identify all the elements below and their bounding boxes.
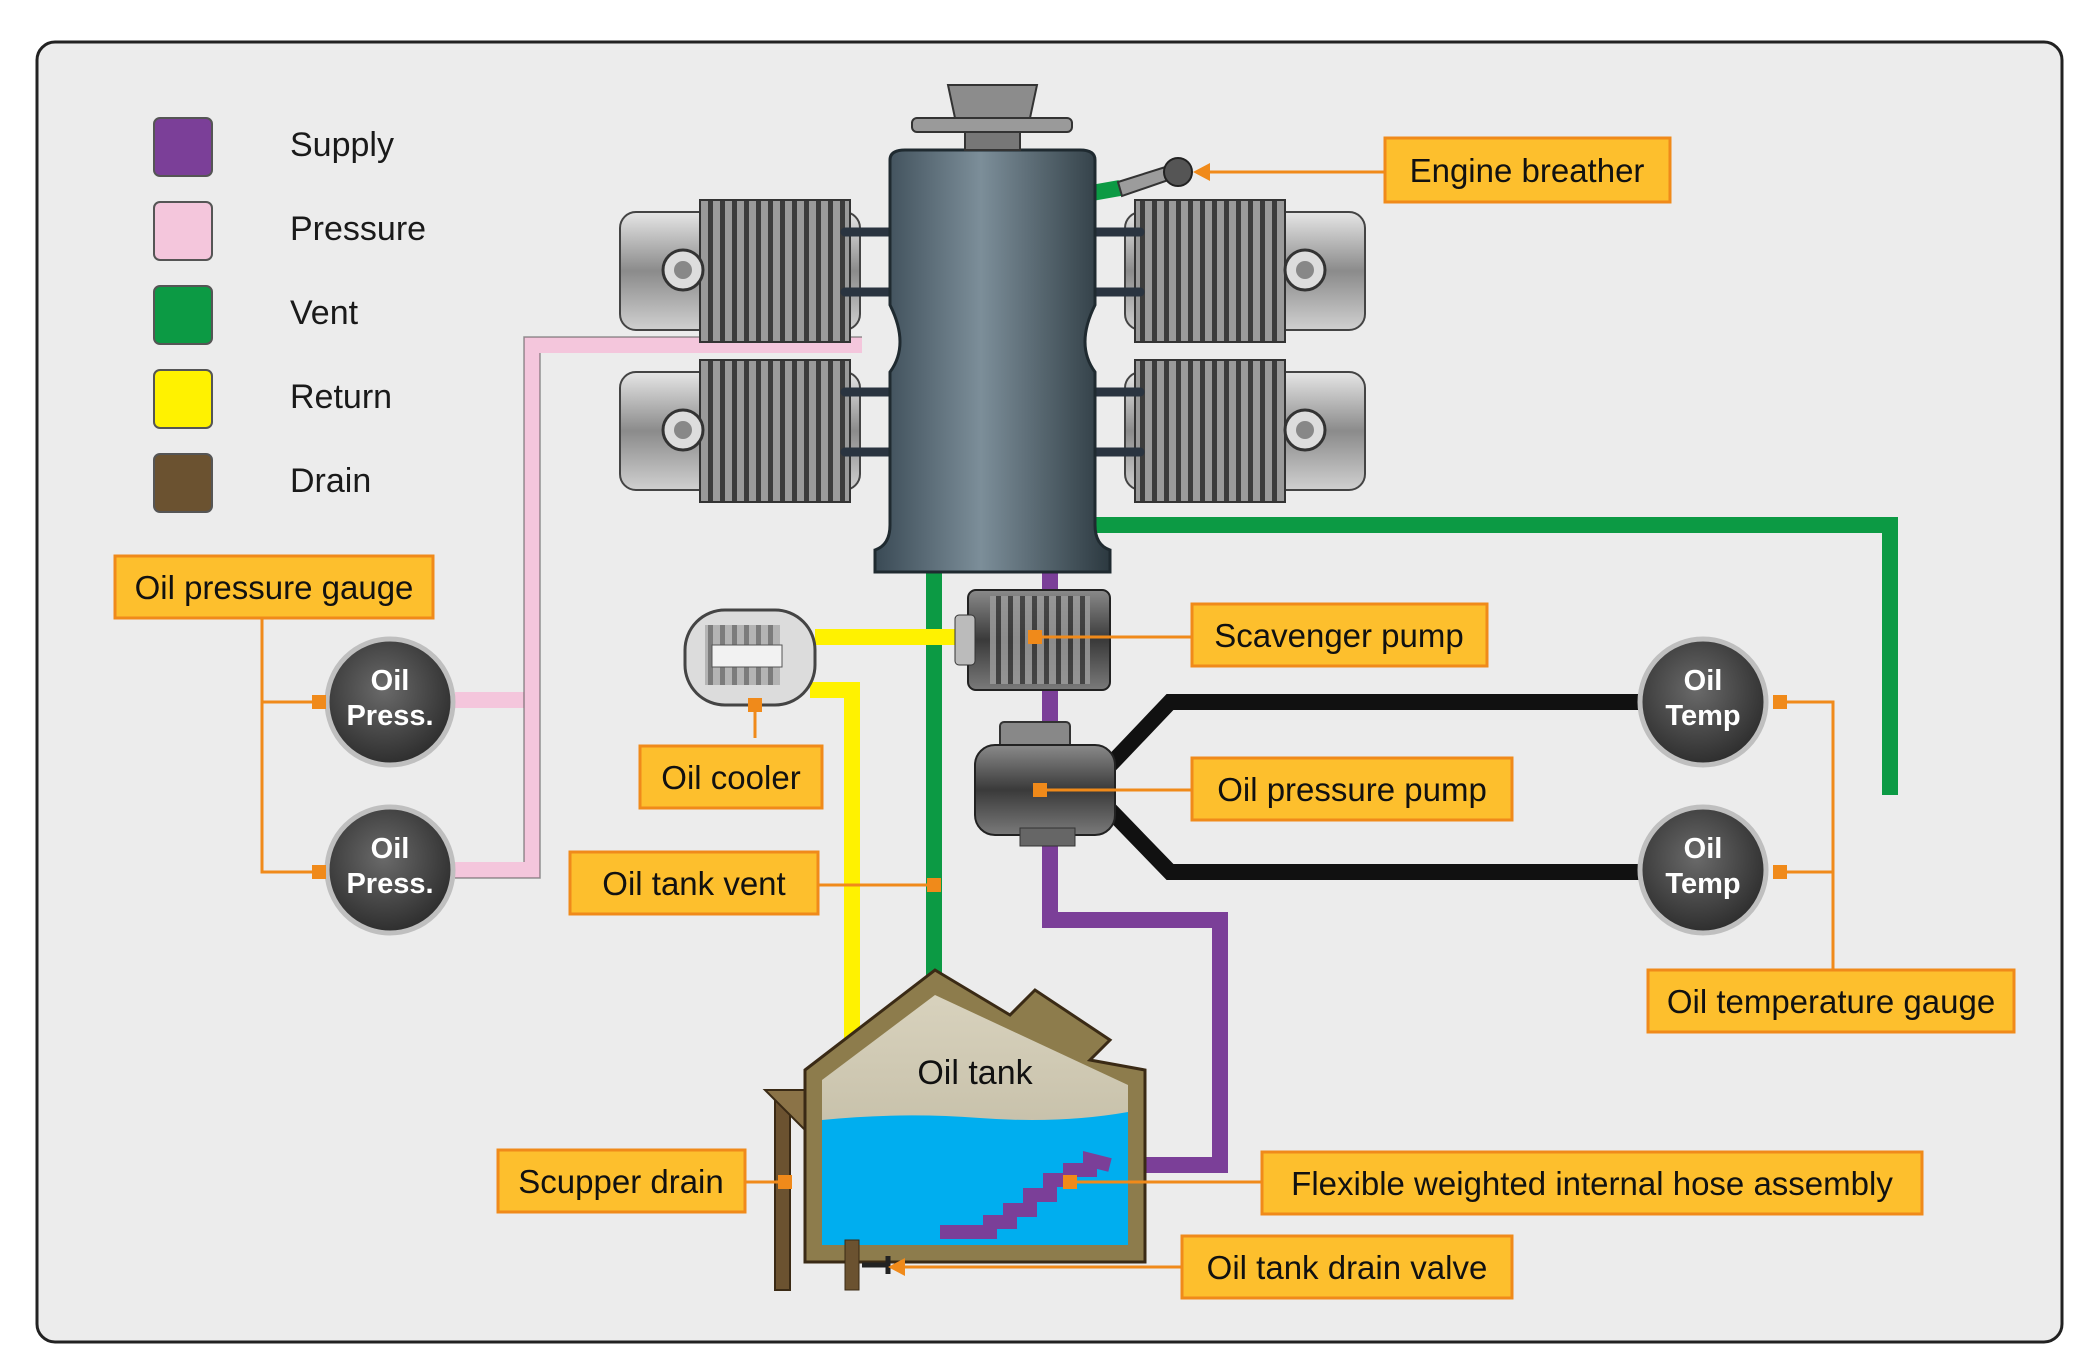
legend: Supply Pressure Vent Return Drain [153,117,426,513]
legend-swatch-vent [153,285,213,345]
callout-scavenger-pump: Scavenger pump [1190,602,1489,668]
callout-scavenger-pump-text: Scavenger pump [1214,617,1463,654]
oil-pressure-gauge-top: Oil Press. [324,636,456,768]
legend-swatch-drain [153,453,213,513]
oil-tank-drain-valve-handle [862,1256,891,1274]
legend-item-pressure: Pressure [153,201,426,261]
pressure-line [455,337,862,878]
gauge-label-line2: Press. [346,700,433,732]
callout-scupper-drain-text: Scupper drain [518,1163,723,1200]
scavenger-pump [954,589,1111,691]
engine-breather-fitting [1116,157,1193,198]
oil-pressure-gauge-bottom: Oil Press. [324,804,456,936]
legend-item-return: Return [153,369,392,429]
legend-label-return: Return [290,378,392,416]
oil-temp-probe-line-top [1104,694,1650,771]
callout-oil-tank-vent: Oil tank vent [568,850,820,916]
legend-swatch-pressure [153,201,213,261]
gauge-label-line1: Oil [1684,833,1723,865]
prop-hub [911,84,1073,151]
gauge-label-line2: Temp [1665,868,1740,900]
gauge-label-line2: Press. [346,868,433,900]
oil-temp-gauge-top: Oil Temp [1637,636,1769,768]
legend-label-drain: Drain [290,462,371,500]
callout-oil-tank-drain-valve-text: Oil tank drain valve [1207,1249,1488,1286]
callout-oil-temperature-gauge-text: Oil temperature gauge [1667,983,1995,1020]
callout-oil-pressure-pump-text: Oil pressure pump [1217,771,1487,808]
return-line-tank [810,682,860,1095]
callout-flexible-hose: Flexible weighted internal hose assembly [1260,1150,1924,1216]
callout-oil-pressure-pump: Oil pressure pump [1190,756,1514,822]
callout-oil-tank-vent-text: Oil tank vent [602,865,785,902]
crankcase [873,148,1112,574]
gauge-label-line2: Temp [1665,700,1740,732]
callout-oil-pressure-gauge-text: Oil pressure gauge [135,569,414,606]
callout-leaders [260,163,1835,1276]
legend-label-supply: Supply [290,126,394,164]
callout-engine-breather: Engine breather [1383,136,1672,204]
legend-swatch-supply [153,117,213,177]
oil-temp-probe-line-bottom [1104,804,1650,880]
oil-temp-gauge-bottom: Oil Temp [1637,804,1769,936]
legend-item-vent: Vent [153,285,359,345]
callout-scupper-drain: Scupper drain [496,1148,747,1214]
legend-label-pressure: Pressure [290,210,426,248]
callout-oil-temperature-gauge: Oil temperature gauge [1646,968,2016,1034]
callout-oil-tank-drain-valve: Oil tank drain valve [1180,1234,1514,1300]
cylinder-left-bottom [619,359,861,503]
cylinder-right-bottom [1124,359,1366,503]
legend-swatch-return [153,369,213,429]
callout-engine-breather-text: Engine breather [1410,152,1645,189]
gauge-label-line1: Oil [1684,665,1723,697]
legend-label-vent: Vent [290,294,359,332]
legend-item-supply: Supply [153,117,394,177]
oil-tank: Oil tank [762,968,1147,1291]
flexible-weighted-hose [940,1151,1112,1239]
callout-oil-cooler: Oil cooler [638,744,824,810]
engine [619,84,1366,574]
oil-cooler [683,608,817,707]
callout-flexible-hose-text: Flexible weighted internal hose assembly [1291,1165,1893,1202]
cylinder-left-top [619,199,861,343]
callout-oil-pressure-gauge: Oil pressure gauge [113,554,435,620]
oil-tank-drain-stub [844,1239,860,1291]
legend-item-drain: Drain [153,453,371,513]
callout-oil-cooler-text: Oil cooler [661,759,800,796]
gauge-label-line1: Oil [371,833,410,865]
cylinder-right-top [1124,199,1366,343]
oil-level [822,1112,1128,1245]
oil-tank-label: Oil tank [917,1054,1033,1092]
cylinder-studs [840,227,1145,457]
gauge-label-line1: Oil [371,665,410,697]
